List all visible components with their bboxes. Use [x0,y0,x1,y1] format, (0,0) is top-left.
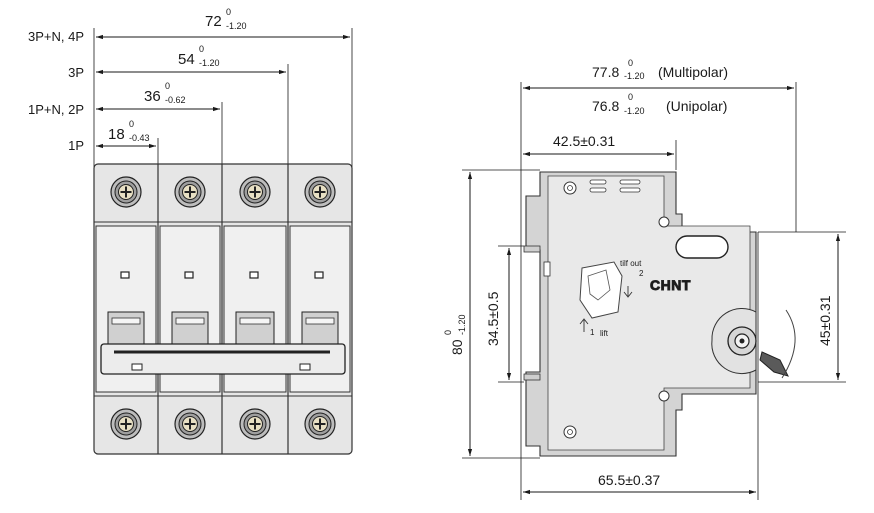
side-view: 77.8 0 -1.20 (Multipolar) 76.8 0 -1.20 (… [443,58,846,500]
width-4p-nominal: 72 [205,13,222,30]
breaker-front [93,163,353,455]
pole-label-2p: 1P+N, 2P [28,102,84,117]
width-4p-lower: -1.20 [226,21,247,31]
depth-uni-nominal: 76.8 [592,98,619,114]
width-3p-nominal: 54 [178,51,195,68]
lift-label: lift [600,329,609,338]
height-lower: -1.20 [457,314,467,335]
height-upper: 0 [443,330,453,335]
depth-bottom-label: 65.5±0.37 [598,472,660,488]
rotation-arc [781,309,796,379]
depth-uni-note: (Unipolar) [666,98,727,114]
width-1p-lower: -0.43 [129,133,150,143]
depth-multi-lower: -1.20 [624,71,645,81]
depth-uni-lower: -1.20 [624,106,645,116]
width-3p-upper: 0 [199,44,204,54]
width-2p-lower: -0.62 [165,95,186,105]
pole-label-1p: 1P [68,138,84,153]
depth-multi-nominal: 77.8 [592,64,619,80]
width-1p-upper: 0 [129,119,134,129]
height-nominal: 80 [449,339,465,355]
breaker-side: tilf out 2 1 lift CHNT [523,171,796,457]
face-height-label: 45±0.31 [817,295,833,346]
depth-uni-upper: 0 [628,92,633,102]
tilf-out-label: tilf out [620,259,642,268]
rail-height-label: 34.5±0.5 [485,291,501,346]
depth-rail-label: 42.5±0.31 [553,133,615,149]
pole-label-4p: 3P+N, 4P [28,29,84,44]
front-view: 3P+N, 4P 3P 1P+N, 2P 1P 72 0 -1.20 54 0 … [28,7,353,455]
width-2p-upper: 0 [165,81,170,91]
depth-multi-upper: 0 [628,58,633,68]
width-2p-nominal: 36 [144,88,161,105]
depth-multi-note: (Multipolar) [658,64,728,80]
width-1p-nominal: 18 [108,126,125,143]
step-2-label: 2 [639,269,644,278]
brand-logo: CHNT [650,277,691,293]
width-3p-lower: -1.20 [199,58,220,68]
pole-label-3p: 3P [68,65,84,80]
width-4p-upper: 0 [226,7,231,17]
step-1-label: 1 [590,328,595,337]
